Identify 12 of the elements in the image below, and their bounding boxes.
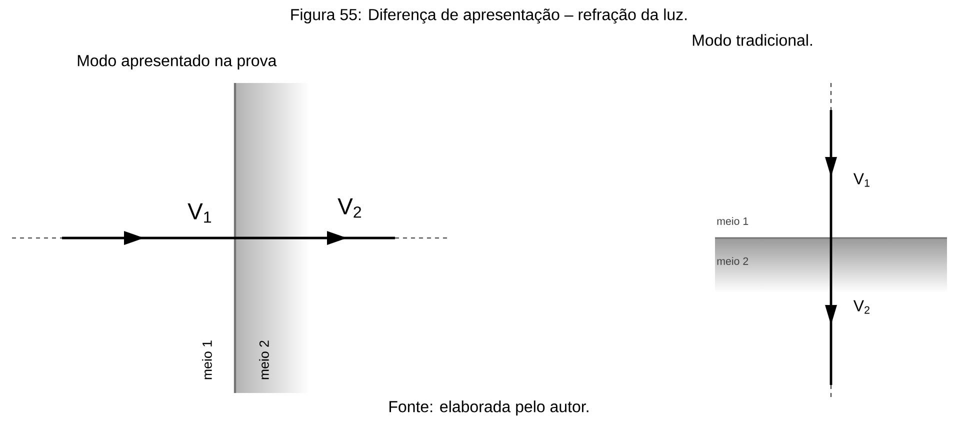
medium-label: meio 1: [717, 217, 748, 225]
speed-label: V$_{2}$: [853, 300, 870, 314]
figure-title: Figura 55: Diferença de apresentação – refração da luz.: [291, 8, 687, 24]
panel-heading: Modo apresentado na prova: [78, 54, 277, 70]
medium-label: meio 1: [202, 340, 212, 380]
speed-label: V$_{2}$: [338, 198, 361, 218]
panel-heading: Modo tradicional.: [692, 34, 812, 46]
speed-label: V$_{1}$: [188, 203, 212, 223]
medium-label: meio 2: [259, 340, 269, 380]
speed-label: V$_{1}$: [853, 173, 870, 187]
source-caption: Fonte: elaborada pelo autor.: [390, 400, 588, 416]
medium-label: meio 2: [717, 257, 748, 265]
